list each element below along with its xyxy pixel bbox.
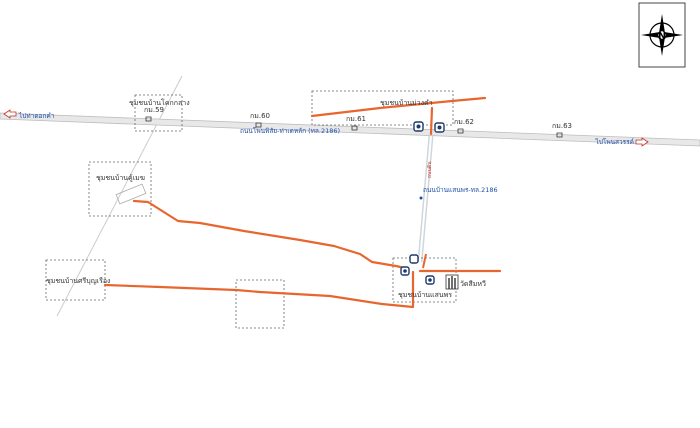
temple-label: วัดสีมหวี (460, 280, 486, 288)
km-post-icon (255, 122, 262, 128)
side-road-label: ถนนบ้านแสนพร-ทล.2186 (423, 186, 498, 194)
building-icon (428, 278, 432, 282)
km-label-61: กม.61 (346, 115, 366, 123)
km-marker-59: กม.59 (144, 106, 164, 122)
building-icon (403, 269, 407, 273)
main-road (0, 112, 700, 147)
boundary-north-west (134, 94, 183, 132)
community-label-south-west: ชุมชนบ้านศรีบุญเรือง (46, 277, 110, 285)
community-label-north-east: ชุมชนบ้านม่วงคำ (380, 99, 433, 107)
building-icon (437, 125, 442, 130)
km-post-icon (145, 116, 152, 122)
community-label-south-east: ชุมชนบ้านแสนพร (398, 291, 452, 299)
km-post-icon (351, 125, 358, 131)
arrow-west-icon (3, 109, 17, 119)
km-label-63: กม.63 (552, 122, 572, 130)
route-north-east-spur (429, 106, 434, 136)
route-south-west (103, 270, 415, 309)
compass-letter: N (658, 31, 666, 42)
minor-road-diagonal (56, 75, 183, 317)
boundary-middle (88, 161, 152, 217)
route-north-east (310, 96, 487, 118)
boundary-center (235, 279, 285, 329)
community-label-north-west: ชุมชนบ้านโคกกลาง (129, 98, 190, 107)
boundary-south-west (45, 259, 106, 301)
building-icon (416, 124, 421, 129)
km-label-60: กม.60 (250, 112, 270, 120)
temple-icon (445, 274, 459, 290)
main-road-label: ถนนโพนพิสัย-ท่าเดหลัก (ทล.2186) (240, 127, 340, 135)
route-central (132, 199, 407, 270)
facility-icons-north (413, 121, 445, 133)
north-arrow-icon: N (638, 2, 686, 68)
km-markers: กม.59 กม.60 กม.61 กม.62 กม.63 (144, 106, 572, 138)
km-post-icon (457, 128, 464, 134)
arrow-east-icon (635, 137, 649, 147)
facility-icons-south (400, 254, 435, 285)
km-marker-61: กม.61 (346, 115, 366, 131)
km-label-59: กม.59 (144, 106, 164, 114)
side-road (417, 135, 434, 263)
km-marker-60: กม.60 (250, 112, 270, 128)
building-footprint (115, 183, 147, 205)
direction-west-label: ไปท่าดอกคำ (18, 112, 55, 120)
side-road-marker-a (422, 253, 427, 269)
km-marker-62: กม.62 (454, 118, 474, 134)
building-icon (409, 254, 419, 264)
direction-east-label: ไปโพนสวรรค์ (594, 138, 634, 146)
boundary-north-east (311, 90, 454, 126)
side-road-vertical-label: ถนนดิน (426, 161, 433, 178)
community-label-middle: ชุมชนบ้านคู้เมฆ (96, 174, 145, 182)
km-label-62: กม.62 (454, 118, 474, 126)
km-marker-63: กม.63 (552, 122, 572, 138)
km-post-icon (556, 132, 563, 138)
